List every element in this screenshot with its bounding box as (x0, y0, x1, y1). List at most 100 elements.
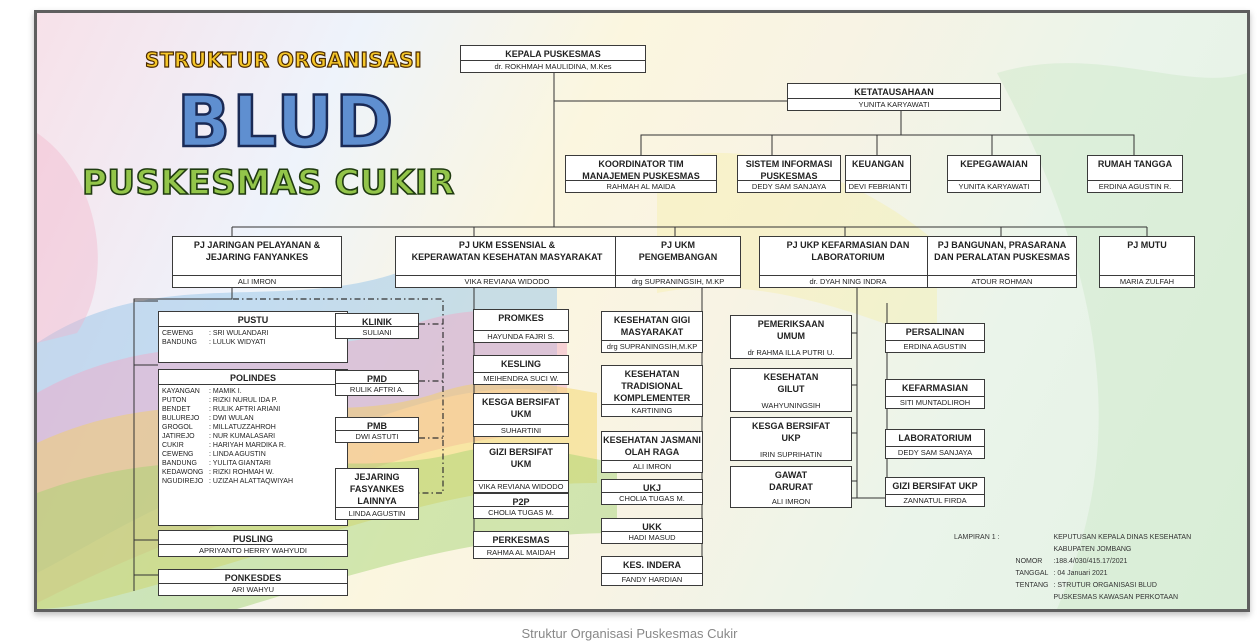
ukm-pengembangan-0-name: drg SUPRANINGSIH,M.KP (602, 340, 702, 352)
tu-unit-1-title-1: PUSKESMAS (760, 171, 818, 181)
ukp-left-0-name: dr RAHMA ILLA PUTRI U. (747, 348, 835, 357)
polindes-row: KEDAWONG: RIZKI ROHMAH W. (159, 468, 347, 477)
ukm-pengembangan-0-title-1: MASYARAKAT (620, 327, 684, 337)
ukm-pengembangan-3-title-0: UKJ (642, 483, 661, 493)
polindes-village: PUTON (162, 397, 187, 404)
ukp-left-0: PEMERIKSAAN UMUM dr RAHMA ILLA PUTRI U. (730, 315, 852, 359)
kepala-name: dr. ROKHMAH MAULIDINA, M.Kes (461, 60, 645, 72)
pj-unit-4-name: ATOUR ROHMAN (928, 275, 1076, 287)
lampiran-line-1-val: KABUPATEN JOMBANG (1053, 546, 1132, 553)
polindes-staff: : UZIZAH ALATTAQWIYAH (209, 478, 294, 485)
polindes-village: CUKIR (162, 442, 184, 449)
polindes-row: BANDUNG: YULITA GIANTARI (159, 459, 347, 468)
ukm-pengembangan-1-name: KARTINING (602, 404, 702, 416)
tu-unit-0-name: RAHMAH AL MAIDA (566, 180, 716, 192)
ukm-pengembangan-5-name: FANDY HARDIAN (602, 573, 702, 585)
jejaring-unit-2-title-0: PMB (367, 421, 387, 431)
pustu-village: BANDUNG (162, 339, 198, 346)
pj-unit-5-name: MARIA ZULFAH (1100, 275, 1194, 287)
pustu-staff: : SRI WULANDARI (209, 330, 269, 337)
pustu-title: PUSTU (159, 312, 347, 327)
ukm-esensial-0-title-0: PROMKES (498, 313, 544, 323)
ukm-esensial-5-title-0: PERKESMAS (492, 535, 550, 545)
polindes-staff: : DWI WULAN (209, 415, 254, 422)
lampiran-block: LAMPIRAN 1 : KEPUTUSAN KEPALA DINAS KESE… (952, 531, 1196, 605)
ukm-pengembangan-3-name: CHOLIA TUGAS M. (602, 492, 702, 504)
polindes-title: POLINDES (159, 370, 347, 385)
polindes-village: NGUDIREJO (162, 478, 204, 485)
ukp-left-1-title-1: GILUT (777, 384, 805, 394)
tu-unit-1-name: DEDY SAM SANJAYA (738, 180, 840, 192)
lampiran-line-3-val: : 04 Januari 2021 (1053, 570, 1108, 577)
polindes-village: GROGOL (162, 424, 193, 431)
pj-unit-0-title-1: JEJARING FANYANKES (205, 252, 309, 262)
ukm-esensial-2-name: SUHARTINI (474, 424, 568, 436)
ketatausahaan-title: KETATAUSAHAAN (854, 87, 934, 97)
lampiran-line-0-val: KEPUTUSAN KEPALA DINAS KESEHATAN (1053, 534, 1192, 541)
ketatausahaan-box: KETATAUSAHAAN YUNITA KARYAWATI (787, 83, 1001, 111)
pj-unit-0-title-0: PJ JARINGAN PELAYANAN & (193, 240, 321, 250)
ukm-pengembangan-1-title-0: KESEHATAN (624, 369, 680, 379)
pj-unit-0: PJ JARINGAN PELAYANAN & JEJARING FANYANKE… (172, 236, 342, 288)
ukp-left-3-name: ALI IMRON (771, 497, 811, 506)
pustu-staff: : LULUK WIDYATI (209, 339, 266, 346)
jejaring-unit-3-title-2: LAINNYA (357, 496, 397, 506)
ukm-esensial-2-title-0: KESGA BERSIFAT (481, 397, 560, 407)
ukm-esensial-0-name: HAYUNDA FAJRI S. (474, 330, 568, 342)
polindes-staff: : RIZKI ROHMAH W. (209, 469, 274, 476)
polindes-staff: : LINDA AGUSTIN (209, 451, 266, 458)
lampiran-label: LAMPIRAN 1 : (954, 534, 1000, 541)
polindes-staff: : NUR KUMALASARI (209, 433, 276, 440)
jejaring-unit-0-name: SULIANI (336, 326, 418, 338)
ukp-left-2-title-1: UKP (781, 433, 801, 443)
polindes-village: BANDUNG (162, 460, 198, 467)
polindes-village: JATIREJO (162, 433, 195, 440)
pj-unit-4-title-1: DAN PERALATAN PUSKESMAS (934, 252, 1070, 262)
jejaring-unit-1-title-0: PMD (367, 374, 387, 384)
pustu-row: BANDUNG : LULUK WIDYATI (159, 338, 347, 347)
pj-unit-1-title-0: PJ UKM ESSENSIAL & (458, 240, 556, 250)
ukm-pengembangan-1-title-1: TRADISIONAL (621, 381, 683, 391)
blud-title: BLUD (176, 80, 396, 165)
pj-unit-3-name: dr. DYAH NING INDRA (760, 275, 936, 287)
tu-unit-4-title-0: RUMAH TANGGA (1097, 159, 1173, 169)
polindes-village: BULUREJO (162, 415, 200, 422)
polindes-staff: : HARIYAH MARDIKA R. (209, 442, 286, 449)
polindes-row: GROGOL: MILLATUZZAHROH (159, 423, 347, 432)
ukp-left-2-title-0: KESGA BERSIFAT (751, 421, 830, 431)
ukp-left-0-title-1: UMUM (777, 331, 805, 341)
pj-unit-3-title-0: PJ UKP KEFARMASIAN DAN (786, 240, 910, 250)
lampiran-line-4-key: TENTANG (1015, 582, 1049, 589)
ukp-right-1-name: SITI MUNTADLIROH (886, 396, 984, 408)
pj-unit-5: PJ MUTU MARIA ZULFAH (1099, 236, 1195, 288)
ukp-left-1-title-0: KESEHATAN (763, 372, 819, 382)
jejaring-unit-2-name: DWI ASTUTI (336, 430, 418, 442)
pj-unit-5-title-0: PJ MUTU (1127, 240, 1167, 250)
ukm-pengembangan-4-title-0: UKK (642, 522, 662, 532)
pusling-title: PUSLING (232, 534, 273, 544)
polindes-staff: : MAMIK I. (209, 388, 242, 395)
ukp-left-3-title-0: GAWAT (774, 470, 808, 480)
ukm-esensial-3-title-0: GIZI BERSIFAT (489, 447, 553, 457)
ukm-esensial-4-title-0: P2P (512, 497, 530, 507)
ukp-left-1-name: WAHYUNINGSIH (761, 401, 821, 410)
ukp-left-0-title-0: PEMERIKSAAN (757, 319, 825, 329)
ukp-right-3-name: ZANNATUL FIRDA (886, 494, 984, 506)
ukm-esensial-2-title-1: UKM (510, 409, 532, 419)
polindes-staff: : RIZKI NURUL IDA P. (209, 397, 278, 404)
